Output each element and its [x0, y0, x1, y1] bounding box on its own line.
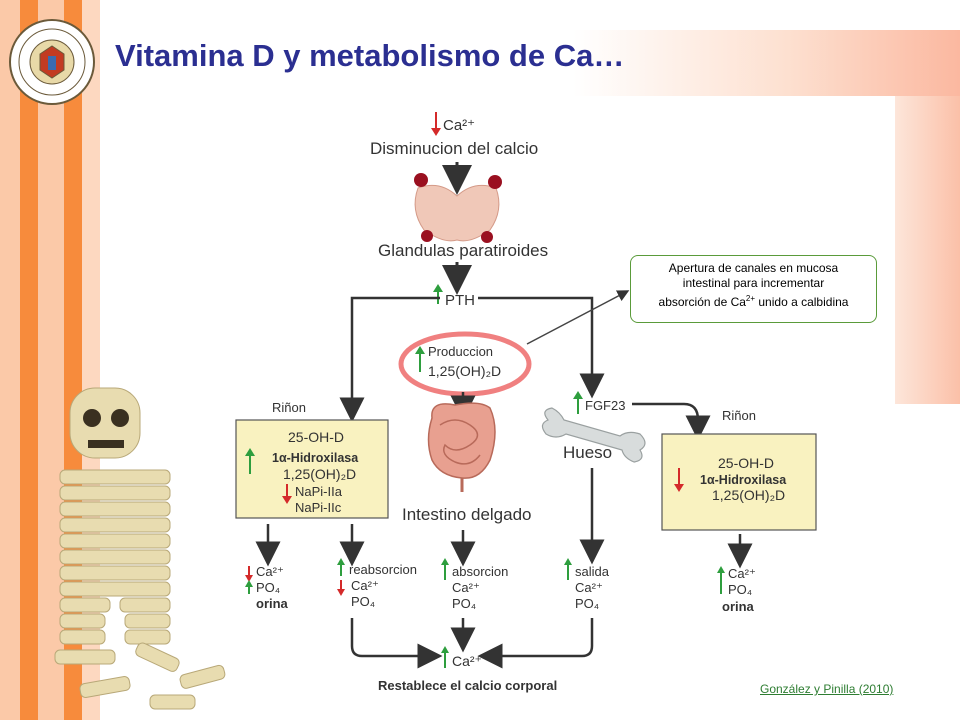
callout-line3-a: absorción de Ca: [658, 295, 746, 309]
pth-label: PTH: [445, 292, 475, 309]
highlight-ring: [398, 331, 532, 397]
left-box-line2: 1α-Hidroxilasa: [272, 451, 359, 465]
out2-line2: Ca²⁺: [351, 578, 379, 593]
out5-line3: orina: [722, 599, 755, 614]
restablece-label: Restablece el calcio corporal: [378, 678, 557, 693]
citation-link[interactable]: González y Pinilla (2010): [760, 682, 894, 696]
callout-line3-b: unido a calbidina: [755, 295, 849, 309]
bone-icon: [541, 407, 646, 463]
out5-line2: PO₄: [728, 582, 752, 597]
out1-line3: orina: [256, 596, 289, 611]
out2-line3: PO₄: [351, 594, 375, 609]
right-kidney-box: [661, 433, 817, 531]
out4-line3: PO₄: [575, 596, 599, 611]
left-box-line5: NaPi-IIc: [295, 500, 342, 515]
small-intestine-icon: [427, 402, 496, 492]
parathyroid-gland-icon: [414, 173, 502, 243]
left-box-line4: NaPi-IIa: [295, 484, 343, 499]
callout-line1: Apertura de canales en mucosa: [668, 261, 839, 275]
ca-top-label: Ca²⁺: [443, 117, 475, 134]
left-decor-bar: [0, 0, 20, 720]
produccion-value: 1,25(OH)₂D: [428, 363, 501, 379]
callout-sup: 2+: [745, 294, 756, 303]
right-box-line3: 1,25(OH)₂D: [712, 487, 785, 503]
intestino-label: Intestino delgado: [402, 505, 532, 524]
out3-line1: absorcion: [452, 564, 508, 579]
out4-line1: salida: [575, 564, 610, 579]
left-box-line3: 1,25(OH)₂D: [283, 466, 356, 482]
right-box-line2: 1α-Hidroxilasa: [700, 473, 787, 487]
rinon-right-label: Riñon: [722, 408, 756, 423]
out1-line1: Ca²⁺: [256, 564, 284, 579]
university-seal-icon: [9, 19, 95, 105]
out1-line2: PO₄: [256, 580, 280, 595]
left-box-line1: 25-OH-D: [288, 429, 344, 445]
out2-line1: reabsorcion: [349, 562, 417, 577]
out4-line2: Ca²⁺: [575, 580, 603, 595]
right-decor-block: [895, 96, 960, 404]
left-decor-bar: [20, 0, 38, 720]
disminucion-label: Disminucion del calcio: [370, 139, 538, 158]
out3-line3: PO₄: [452, 596, 476, 611]
right-box-line1: 25-OH-D: [718, 455, 774, 471]
title-band: [100, 30, 960, 96]
callout-box: Apertura de canales en mucosa intestinal…: [630, 255, 877, 323]
callout-line3: absorción de Ca2+ unido a calbidina: [639, 291, 868, 310]
fgf23-label: FGF23: [585, 398, 625, 413]
rinon-left-label: Riñon: [272, 400, 306, 415]
produccion-label: Produccion: [428, 344, 493, 359]
out5-line1: Ca²⁺: [728, 566, 756, 581]
out3-line2: Ca²⁺: [452, 580, 480, 595]
hueso-label: Hueso: [563, 443, 612, 462]
glandulas-label: Glandulas paratiroides: [378, 241, 548, 260]
callout-line2: intestinal para incrementar: [682, 276, 825, 290]
left-decor-bar: [38, 0, 64, 720]
left-kidney-box: [235, 419, 389, 519]
skeleton-blocks-icon: [54, 387, 226, 710]
ca-bottom-label: Ca²⁺: [452, 653, 482, 669]
page-title: Vitamina D y metabolismo de Ca…: [115, 38, 625, 73]
